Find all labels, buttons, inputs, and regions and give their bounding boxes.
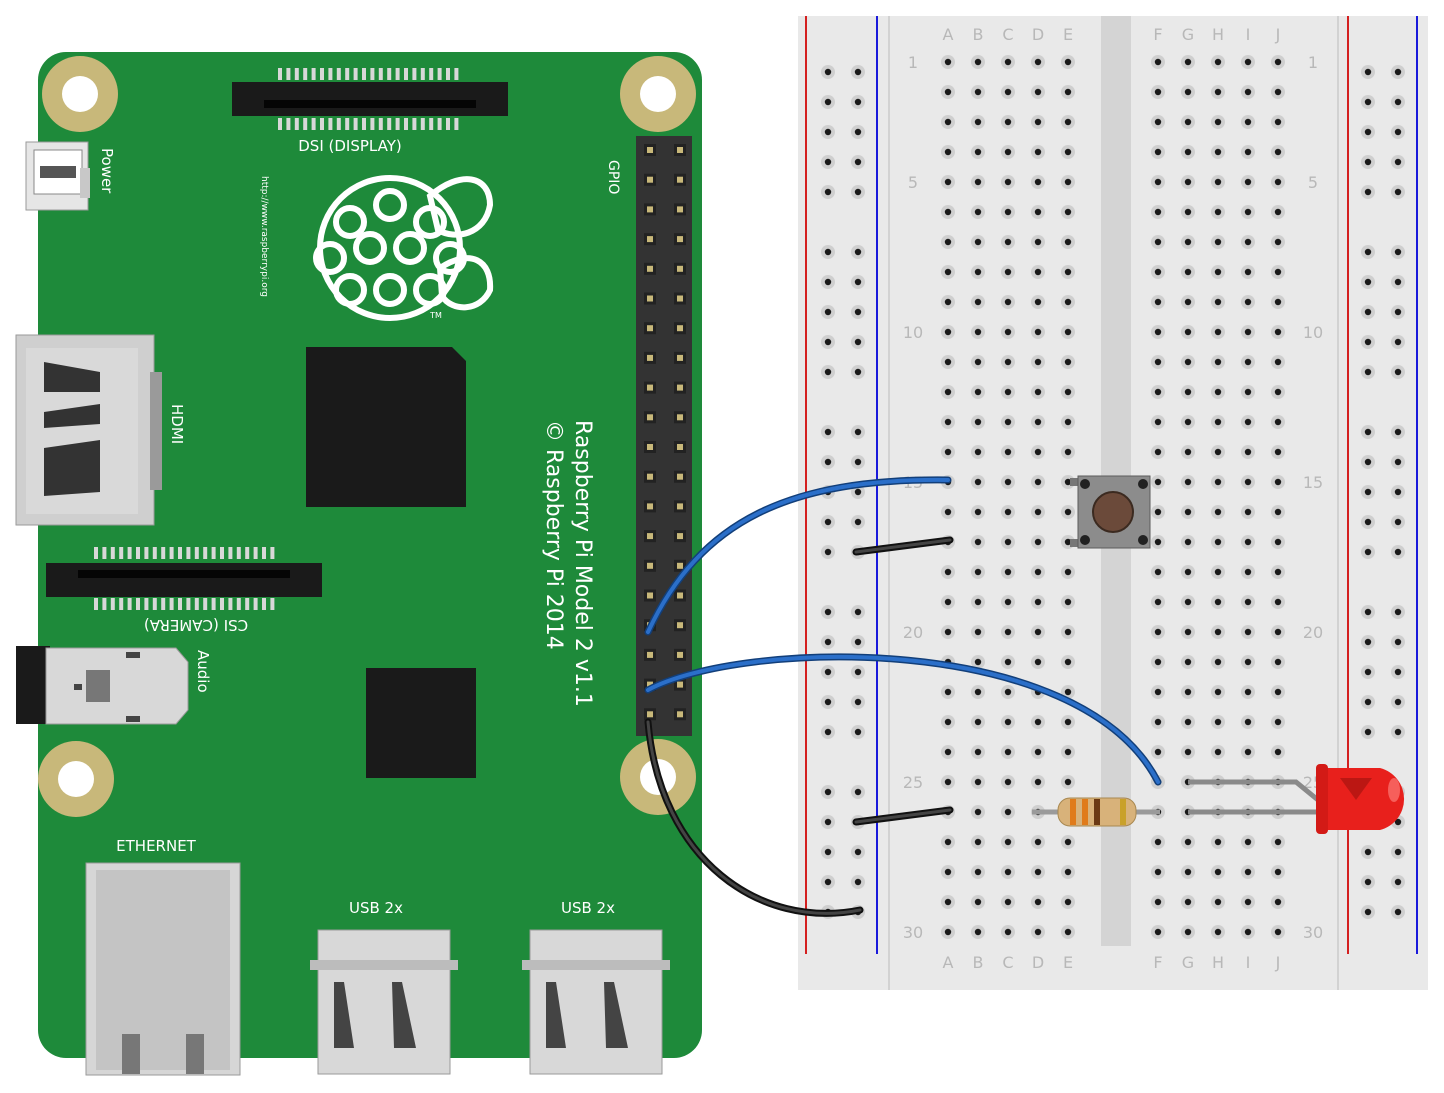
gpio-header bbox=[636, 136, 692, 736]
row-label-1: 1 bbox=[908, 53, 918, 72]
row-label-30: 30 bbox=[1303, 923, 1323, 942]
column-label-H: H bbox=[1212, 25, 1224, 44]
usb1-label: USB 2x bbox=[349, 899, 403, 917]
row-label-10: 10 bbox=[903, 323, 923, 342]
board-pcb bbox=[38, 52, 702, 1058]
csi-connector bbox=[46, 547, 322, 610]
usb-port-1 bbox=[310, 929, 458, 1075]
column-label-F: F bbox=[1153, 25, 1162, 44]
column-label-J: J bbox=[1275, 953, 1281, 972]
dsi-connector bbox=[232, 68, 508, 130]
column-label-I: I bbox=[1246, 953, 1251, 972]
row-label-5: 5 bbox=[908, 173, 918, 192]
ethernet-port bbox=[85, 862, 241, 1076]
column-label-A: A bbox=[943, 25, 954, 44]
row-label-20: 20 bbox=[903, 623, 923, 642]
power-connector bbox=[25, 141, 90, 211]
usb2-label: USB 2x bbox=[561, 899, 615, 917]
model-label: Raspberry Pi Model 2 v1.1 bbox=[570, 420, 595, 707]
led bbox=[1188, 764, 1405, 834]
column-label-D: D bbox=[1032, 953, 1044, 972]
hdmi-connector bbox=[15, 334, 162, 526]
column-label-F: F bbox=[1153, 953, 1162, 972]
column-label-B: B bbox=[973, 25, 984, 44]
audio-label: Audio bbox=[194, 650, 212, 693]
column-label-C: C bbox=[1002, 25, 1013, 44]
column-label-E: E bbox=[1063, 953, 1073, 972]
hdmi-label: HDMI bbox=[168, 404, 186, 444]
row-label-15: 15 bbox=[1303, 473, 1323, 492]
column-label-G: G bbox=[1182, 953, 1194, 972]
url-label: http://www.raspberrypi.org bbox=[259, 176, 269, 297]
column-label-D: D bbox=[1032, 25, 1044, 44]
ethernet-label: ETHERNET bbox=[116, 837, 197, 855]
row-label-20: 20 bbox=[1303, 623, 1323, 642]
column-label-A: A bbox=[943, 953, 954, 972]
power-label: Power bbox=[98, 148, 116, 194]
column-label-J: J bbox=[1275, 25, 1281, 44]
column-label-I: I bbox=[1246, 25, 1251, 44]
soc-chip bbox=[306, 347, 466, 507]
raspberry-pi-board: DSI (DISPLAY) Power TM http://www.raspbe… bbox=[15, 52, 702, 1076]
wires bbox=[644, 476, 1162, 917]
ethernet-chip bbox=[366, 668, 476, 778]
trademark-label: TM bbox=[429, 311, 442, 320]
row-label-30: 30 bbox=[903, 923, 923, 942]
gpio-label: GPIO bbox=[605, 160, 621, 194]
raspberry-pi-logo bbox=[313, 175, 494, 321]
breadboard-holes bbox=[821, 55, 1405, 939]
row-label-1: 1 bbox=[1308, 53, 1318, 72]
push-button bbox=[1070, 475, 1151, 549]
column-label-E: E bbox=[1063, 25, 1073, 44]
dsi-label: DSI (DISPLAY) bbox=[298, 137, 401, 155]
column-label-H: H bbox=[1212, 953, 1224, 972]
resistor bbox=[1032, 797, 1160, 827]
copyright-label: © Raspberry Pi 2014 bbox=[541, 420, 566, 650]
column-label-G: G bbox=[1182, 25, 1194, 44]
row-label-5: 5 bbox=[1308, 173, 1318, 192]
column-label-C: C bbox=[1002, 953, 1013, 972]
row-label-10: 10 bbox=[1303, 323, 1323, 342]
csi-label: CSI (CAMERA) bbox=[144, 616, 248, 634]
column-label-B: B bbox=[973, 953, 984, 972]
audio-jack bbox=[16, 646, 189, 725]
usb-port-2 bbox=[522, 929, 670, 1075]
row-label-25: 25 bbox=[903, 773, 923, 792]
